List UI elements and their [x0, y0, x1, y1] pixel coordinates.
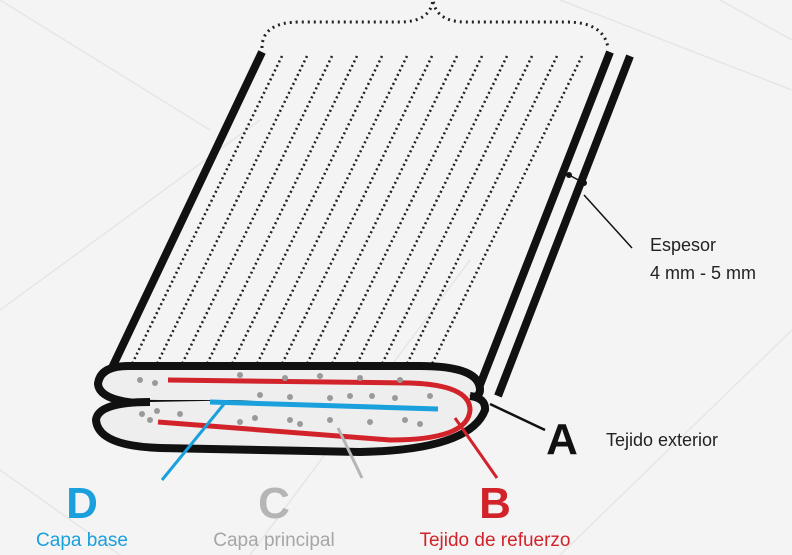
core-particle: [392, 395, 398, 401]
base-layer: [209, 399, 439, 412]
core-particle: [257, 392, 263, 398]
core-particle: [369, 393, 375, 399]
core-particle: [177, 411, 183, 417]
core-particle: [297, 421, 303, 427]
dotted-brace: [260, 0, 610, 49]
core-particle: [147, 417, 153, 423]
core-particle: [367, 419, 373, 425]
dotted-fiber-line: [180, 55, 334, 365]
dotted-fiber-line: [205, 55, 359, 365]
core-particle: [282, 375, 288, 381]
core-particle: [287, 394, 293, 400]
right-wall-inner: [474, 50, 614, 392]
dotted-fiber-line: [155, 55, 309, 365]
leader-d: [160, 403, 226, 481]
core-particle: [137, 377, 143, 383]
dotted-fiber-line: [305, 55, 459, 365]
layer-d-letter: D: [66, 479, 98, 528]
thickness-value: 4 mm - 5 mm: [650, 263, 756, 283]
thickness-marker: [566, 172, 633, 249]
leader-c: [336, 427, 364, 479]
core-particle: [347, 393, 353, 399]
leader-a: [489, 402, 546, 432]
fold-cross-section: [91, 362, 490, 457]
core-particle: [154, 408, 160, 414]
core-particle: [317, 373, 323, 379]
core-particle: [237, 372, 243, 378]
layer-c-letter: C: [258, 479, 290, 528]
dotted-fiber-line: [130, 55, 284, 365]
right-wall-outer: [494, 54, 634, 398]
dotted-fiber-line: [430, 55, 584, 365]
core-particle: [397, 377, 403, 383]
core-particle: [287, 417, 293, 423]
core-particle: [152, 380, 158, 386]
layer-b-name: Tejido de refuerzo: [419, 530, 571, 551]
outer-walls: [106, 50, 634, 398]
dotted-fiber-line: [380, 55, 534, 365]
layer-a-letter: A: [546, 415, 578, 464]
core-particle: [357, 375, 363, 381]
core-particle: [402, 417, 408, 423]
dotted-fiber-line: [405, 55, 559, 365]
leader-b: [453, 417, 499, 479]
core-particle: [327, 417, 333, 423]
layer-b-letter: B: [479, 479, 511, 528]
dotted-fiber-line: [230, 55, 384, 365]
core-particle: [327, 395, 333, 401]
dotted-fiber-line: [330, 55, 484, 365]
thickness-label: Espesor: [650, 235, 717, 255]
dotted-fiber-line: [355, 55, 509, 365]
dotted-fiber-lines: [130, 55, 584, 365]
core-particles: [137, 372, 433, 427]
core-particle: [237, 419, 243, 425]
layer-c-name: Capa principal: [213, 530, 335, 551]
dotted-fiber-line: [280, 55, 434, 365]
core-particle: [427, 393, 433, 399]
core-particle: [252, 415, 258, 421]
dotted-fiber-line: [255, 55, 409, 365]
left-wall: [106, 50, 266, 374]
core-particle: [417, 421, 423, 427]
leader-lines: [160, 402, 546, 481]
reinforcement-layer: [157, 377, 473, 443]
core-particle: [139, 411, 145, 417]
layer-d-name: Capa base: [36, 530, 128, 551]
layer-a-name: Tejido exterior: [606, 430, 719, 450]
